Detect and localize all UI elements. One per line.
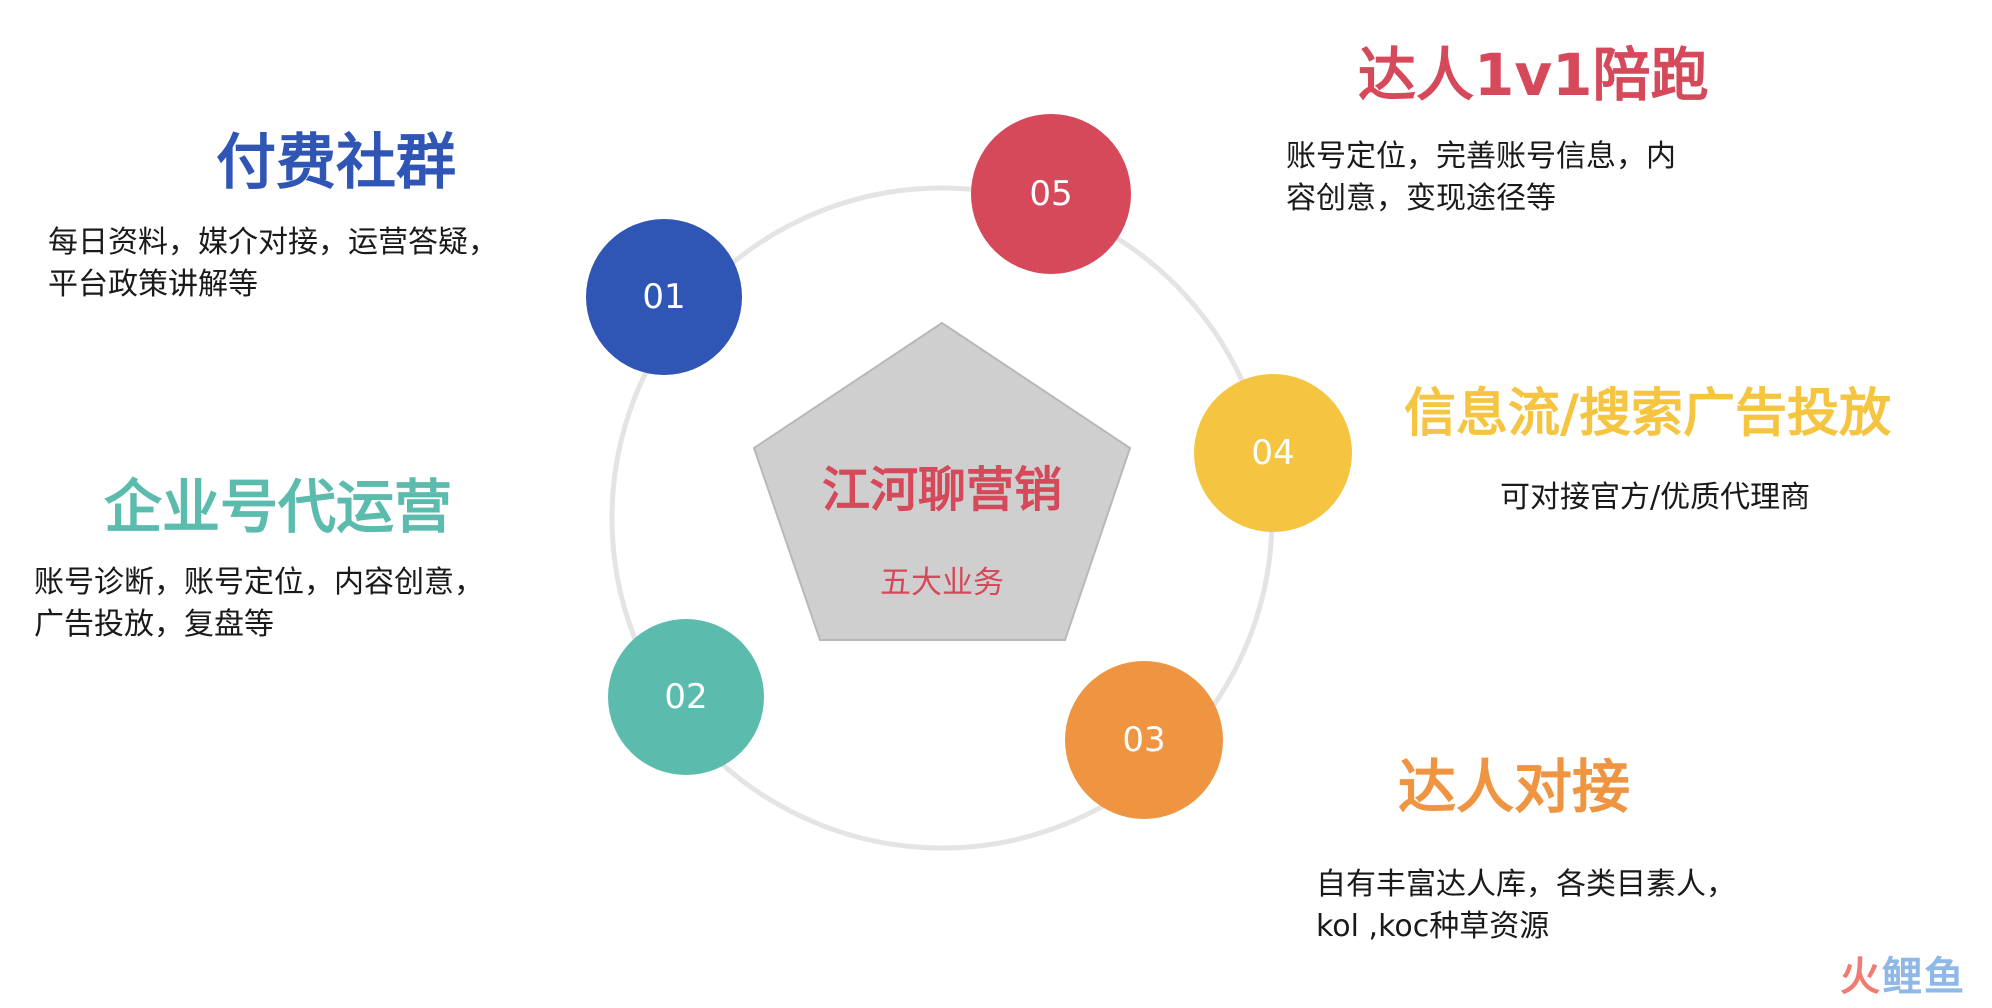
service-03-desc: 自有丰富达人库，各类目素人， kol ,koc种草资源 xyxy=(1316,864,1876,948)
node-02-number: 02 xyxy=(664,677,707,717)
node-05-circle xyxy=(971,114,1131,274)
node-04: 04 xyxy=(1194,374,1352,532)
node-01-number: 01 xyxy=(642,277,685,317)
service-01-title: 付费社群 xyxy=(216,128,456,198)
watermark-part2: 鲤 xyxy=(1882,954,1924,1000)
node-05: 05 xyxy=(971,114,1131,274)
node-02-circle xyxy=(608,619,764,775)
service-01-desc-line2: 平台政策讲解等 xyxy=(48,267,258,302)
node-01-circle xyxy=(586,219,742,375)
center-subtitle: 五大业务 xyxy=(880,565,1004,601)
service-01-block: 付费社群 每日资料，媒介对接，运营答疑， 平台政策讲解等 xyxy=(40,130,600,306)
service-05-desc-line1: 账号定位，完善账号信息，内 xyxy=(1286,138,1676,174)
service-04-desc: 可对接官方/优质代理商 xyxy=(1500,477,1984,519)
service-05-desc: 账号定位，完善账号信息，内 容创意，变现途径等 xyxy=(1286,136,1846,220)
center-title: 江河聊营销 xyxy=(822,462,1062,518)
node-01: 01 xyxy=(586,219,742,375)
node-03-number: 03 xyxy=(1122,720,1165,760)
service-05-title: 达人1v1陪跑 xyxy=(1358,41,1709,109)
node-03: 03 xyxy=(1065,661,1223,819)
service-02-desc: 账号诊断，账号定位，内容创意， 广告投放，复盘等 xyxy=(34,562,608,646)
service-02-block: 企业号代运营 账号诊断，账号定位，内容创意， 广告投放，复盘等 xyxy=(28,473,608,646)
service-01-desc-line1: 每日资料，媒介对接，运营答疑， xyxy=(48,225,498,260)
service-02-desc-line2: 广告投放，复盘等 xyxy=(34,606,274,642)
watermark-part3: 鱼 xyxy=(1924,954,1966,1000)
service-03-title: 达人对接 xyxy=(1398,753,1631,821)
node-02: 02 xyxy=(608,619,764,775)
service-04-title: 信息流/搜索广告投放 xyxy=(1404,384,1891,444)
service-03-desc-line2: kol ,koc种草资源 xyxy=(1316,908,1550,944)
service-03-block: 达人对接 自有丰富达人库，各类目素人， kol ,koc种草资源 xyxy=(1316,753,1876,948)
service-02-title: 企业号代运营 xyxy=(104,473,453,541)
node-05-number: 05 xyxy=(1029,174,1072,214)
watermark-logo: 火鲤鱼 xyxy=(1840,944,1966,1002)
service-05-block: 达人1v1陪跑 账号定位，完善账号信息，内 容创意，变现途径等 xyxy=(1286,41,1846,220)
service-01-desc: 每日资料，媒介对接，运营答疑， 平台政策讲解等 xyxy=(48,222,600,306)
watermark-part1: 火 xyxy=(1840,954,1882,1000)
service-04-block: 信息流/搜索广告投放 可对接官方/优质代理商 xyxy=(1404,384,1984,519)
node-03-circle xyxy=(1065,661,1223,819)
center-pentagon xyxy=(752,321,1132,641)
node-04-number: 04 xyxy=(1251,433,1294,473)
service-04-desc-line1: 可对接官方/优质代理商 xyxy=(1500,480,1811,516)
service-05-desc-line2: 容创意，变现途径等 xyxy=(1286,180,1556,216)
node-04-circle xyxy=(1194,374,1352,532)
service-03-desc-line1: 自有丰富达人库，各类目素人， xyxy=(1316,866,1736,902)
service-02-desc-line1: 账号诊断，账号定位，内容创意， xyxy=(34,564,484,600)
